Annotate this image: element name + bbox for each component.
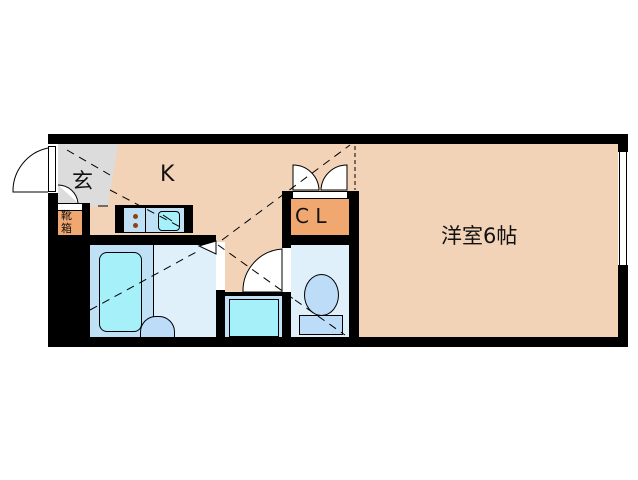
wall-bath-right (216, 290, 225, 340)
western-room-label: 洋室6帖 (441, 224, 518, 248)
wall-left-upper (48, 134, 58, 144)
wall-closet-bottom (282, 235, 357, 245)
window-right (619, 152, 627, 265)
wall-laundry-right (283, 292, 291, 340)
closet (290, 199, 350, 235)
wall-right-upper (618, 134, 628, 152)
stove (124, 208, 145, 232)
closet-door-panel (292, 191, 348, 199)
entrance-door-frame (48, 146, 56, 192)
sink-basin (158, 211, 180, 231)
wall-left-lower (48, 193, 58, 343)
wall-room-divider (349, 191, 359, 341)
wall-bath-top (58, 235, 216, 245)
wall-bottom (48, 337, 628, 347)
closet-label: C L (295, 204, 327, 228)
wall-shoebox-right (82, 203, 90, 238)
washbasin (140, 316, 175, 340)
bathtub (99, 252, 142, 332)
toilet-door-panel (282, 248, 291, 292)
burner-icon (133, 214, 138, 219)
wall-right-lower (618, 265, 628, 347)
entrance-label: 玄 (72, 169, 93, 193)
washing-machine-pan (229, 299, 279, 337)
toilet-tank (299, 315, 343, 335)
western-room-floor (358, 143, 618, 338)
wall-bath-left (58, 235, 90, 345)
toilet-bowl (304, 274, 339, 316)
wall-top (48, 134, 628, 144)
bath-door-panel (216, 242, 225, 290)
burner-icon (133, 223, 138, 228)
shoe-box-label-1: 靴 (61, 209, 72, 222)
wall-laundry-top (225, 292, 283, 296)
shoe-box-label-2: 箱 (61, 222, 72, 235)
kitchen-label: K (160, 162, 175, 187)
